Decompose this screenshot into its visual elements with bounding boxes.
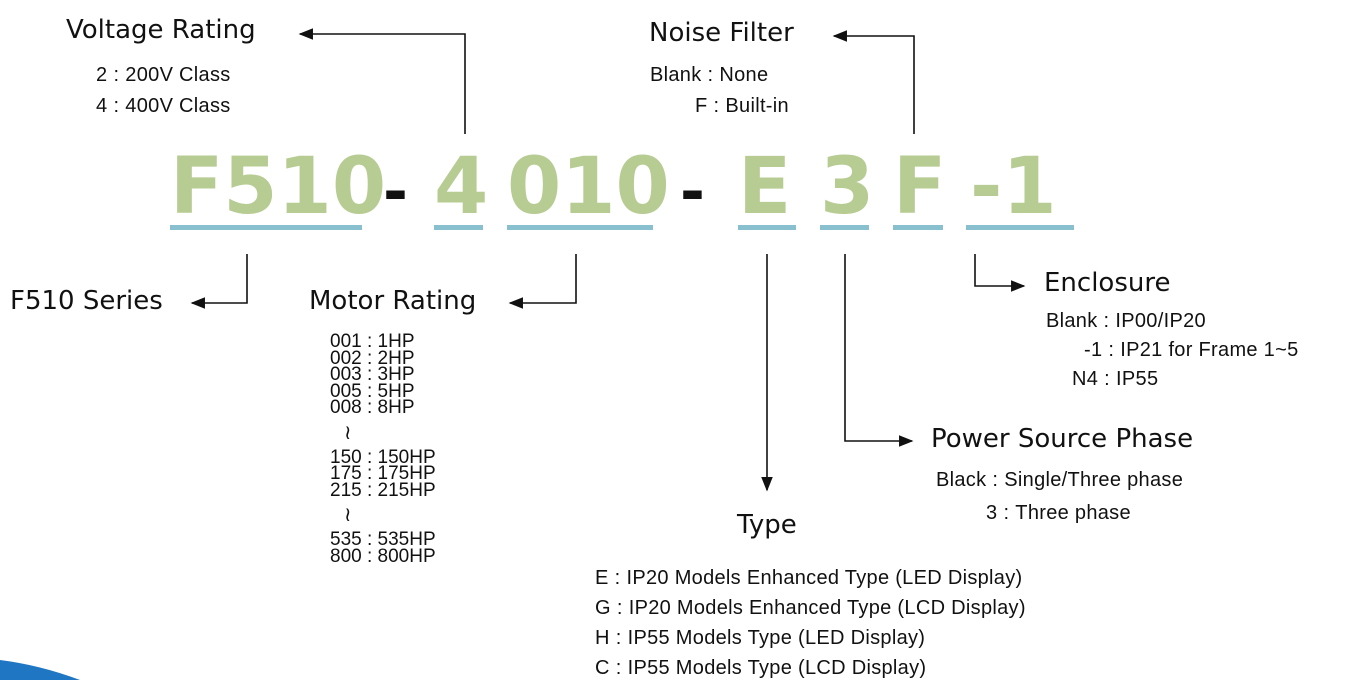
underline-phase xyxy=(820,225,869,230)
power-phase-options: Black:Single/Three phase 3:Three phase xyxy=(936,464,1183,530)
motor-option: 800 : 800HP xyxy=(330,545,436,567)
underline-enclosure xyxy=(966,225,1074,230)
motor-option: 215 : 215HP xyxy=(330,479,436,501)
voltage-option: 4:400V Class xyxy=(96,95,231,117)
enclosure-title: Enclosure xyxy=(1044,268,1171,298)
series-connector xyxy=(190,254,248,309)
code-type: E xyxy=(738,142,792,232)
code-enclosure: -1 xyxy=(970,142,1057,232)
noise-filter-option: F:Built-in xyxy=(695,95,789,117)
power-phase-title: Power Source Phase xyxy=(931,424,1194,454)
motor-rating-title: Motor Rating xyxy=(309,286,477,316)
motor-option: 001 : 1HP xyxy=(330,331,415,352)
code-motor: 010 xyxy=(507,142,670,232)
type-title: Type xyxy=(737,510,797,540)
voltage-rating-title: Voltage Rating xyxy=(66,15,256,45)
underline-filter xyxy=(893,225,943,230)
motor-option: 150 : 150HP xyxy=(330,446,436,468)
underline-series xyxy=(170,225,362,230)
motor-range-mark: ≀ xyxy=(344,504,352,526)
noise-filter-connector xyxy=(832,30,915,134)
phase-option: Black:Single/Three phase xyxy=(936,469,1184,491)
motor-rating-options: 001 : 1HP 002 : 2HP 003 : 3HP 005 : 5HP … xyxy=(330,331,436,567)
enclosure-connector xyxy=(974,254,1026,292)
enclosure-options: Blank:IP00/IP20 -1:IP21 for Frame 1~5 N4… xyxy=(1046,307,1299,394)
motor-connector xyxy=(508,254,577,309)
noise-filter-title: Noise Filter xyxy=(649,18,794,48)
motor-option: 002 : 2HP xyxy=(330,347,415,369)
code-separator-2: - xyxy=(680,157,705,227)
underline-voltage xyxy=(434,225,483,230)
phase-option: 3:Three phase xyxy=(986,502,1131,524)
type-options: E:IP20 Models Enhanced Type (LED Display… xyxy=(595,563,1026,683)
type-option: C:IP55 Models Type (LCD Display) xyxy=(595,657,927,679)
code-series: F510 xyxy=(170,142,387,232)
code-separator-1: - xyxy=(383,157,408,227)
type-option: G:IP20 Models Enhanced Type (LCD Display… xyxy=(595,597,1026,619)
underline-type xyxy=(738,225,796,230)
motor-range-mark: ≀ xyxy=(344,421,352,444)
motor-option: 175 : 175HP xyxy=(330,463,436,484)
motor-option: 008 : 8HP xyxy=(330,397,415,418)
motor-option: 005 : 5HP xyxy=(330,380,415,402)
motor-option: 003 : 3HP xyxy=(330,364,415,385)
code-voltage: 4 xyxy=(434,142,489,232)
voltage-connector xyxy=(298,28,466,134)
phase-connector xyxy=(844,254,914,447)
type-option: H:IP55 Models Type (LED Display) xyxy=(595,627,926,649)
voltage-option: 2:200V Class xyxy=(96,64,231,86)
noise-filter-options: Blank:None F:Built-in xyxy=(650,60,800,122)
enclosure-option: Blank:IP00/IP20 xyxy=(1046,310,1206,332)
enclosure-option: -1:IP21 for Frame 1~5 xyxy=(1084,339,1299,361)
code-filter: F xyxy=(893,142,947,232)
underline-motor xyxy=(507,225,653,230)
type-option: E:IP20 Models Enhanced Type (LED Display… xyxy=(595,567,1023,589)
corner-accent xyxy=(0,660,80,680)
noise-filter-option: Blank:None xyxy=(650,64,769,86)
motor-option: 535 : 535HP xyxy=(330,529,436,550)
series-title: F510 Series xyxy=(10,286,163,316)
code-phase: 3 xyxy=(820,142,875,232)
voltage-rating-options: 2:200V Class 4:400V Class xyxy=(96,60,231,122)
enclosure-option: N4:IP55 xyxy=(1072,368,1159,390)
